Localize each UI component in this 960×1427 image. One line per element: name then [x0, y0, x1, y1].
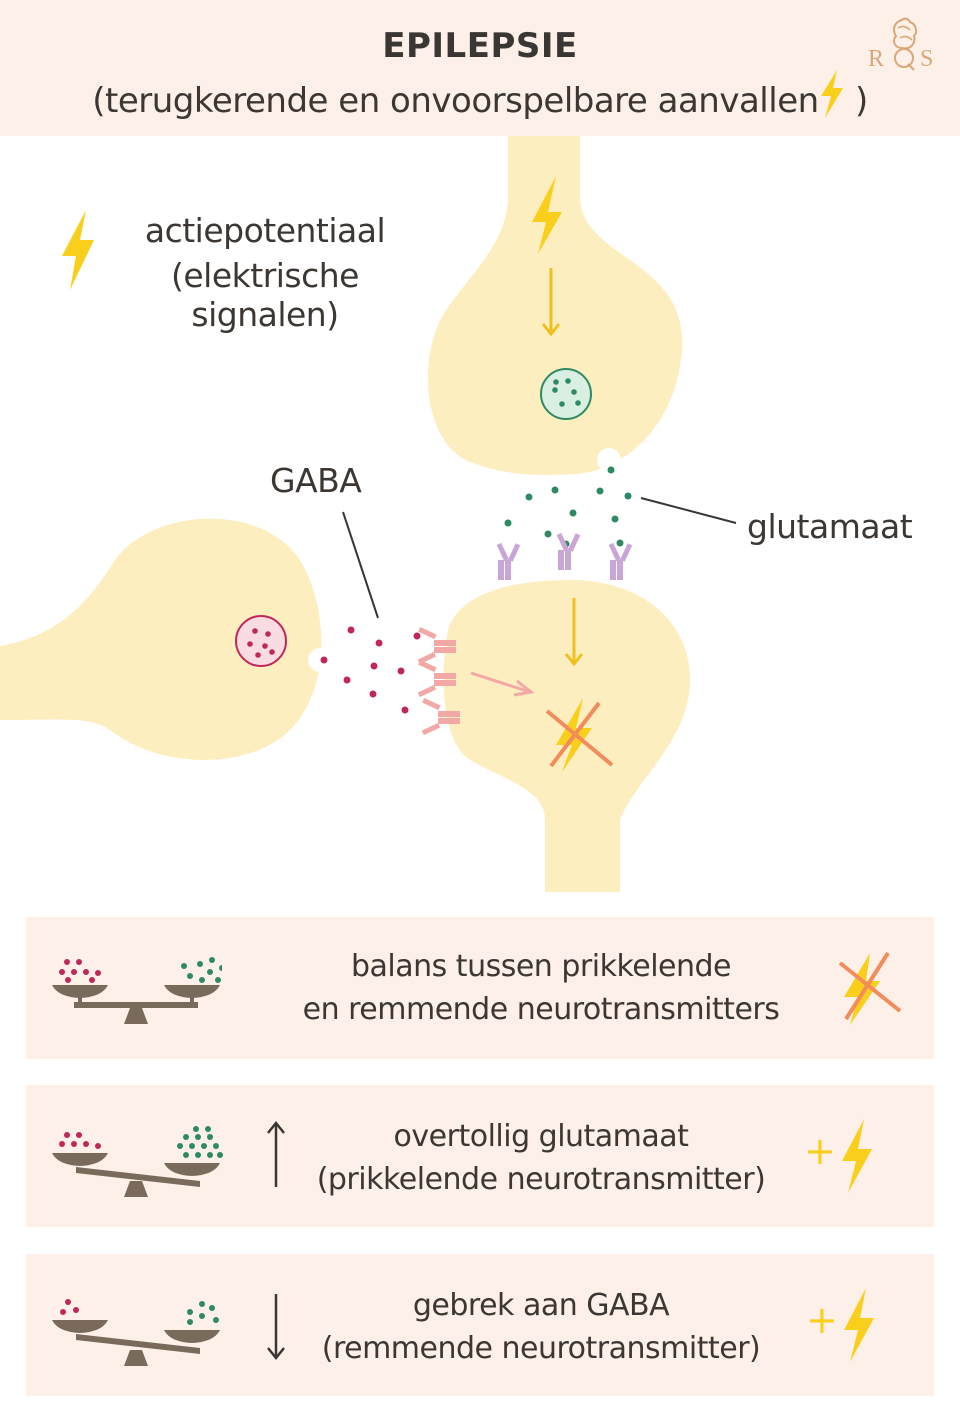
rqs-logo: R S — [868, 17, 933, 72]
synapse-diagram — [0, 136, 737, 892]
gaba-deficit-text: gebrek aan GABA (remmende neurotransmitt… — [286, 1284, 796, 1370]
arrow-up-icon — [267, 1120, 285, 1187]
lightning-bolt-icon — [844, 1288, 874, 1362]
legend-title: actiepotentiaal — [144, 211, 386, 250]
balance-panel: balans tussen prikkelende en remmende ne… — [26, 917, 934, 1059]
legend-subtitle: (elektrische signalen) — [171, 256, 360, 334]
plus-sign: + — [804, 1129, 836, 1173]
row-line-2: en remmende neurotransmitters — [302, 992, 780, 1027]
action-potential-bolt — [532, 176, 562, 254]
row-line-2: (prikkelende neurotransmitter) — [316, 1162, 766, 1197]
page-subtitle: (terugkerende en onvoorspelbare aanvalle… — [0, 70, 960, 121]
signal-arrow-down-1 — [541, 268, 561, 337]
presynaptic-neuron-glutamate — [427, 136, 683, 475]
lightning-bolt-icon — [842, 1119, 872, 1193]
scale-level-icon — [52, 957, 222, 1024]
gaba-deficit-panel: gebrek aan GABA (remmende neurotransmitt… — [26, 1254, 934, 1396]
row-line-2: (remmende neurotransmitter) — [321, 1331, 761, 1366]
page-title: EPILEPSIE — [382, 26, 578, 66]
glutamate-molecules — [504, 466, 632, 548]
inhibition-arrow — [470, 671, 535, 697]
glutamate-vesicle — [540, 368, 592, 420]
glutamate-leader-line — [640, 497, 737, 524]
crossed-bolt-icon — [838, 951, 902, 1025]
excess-glutamate-panel: overtollig glutamaat (prikkelende neurot… — [26, 1085, 934, 1227]
gaba-vesicle — [235, 615, 287, 667]
gaba-receptors — [417, 626, 460, 736]
subtitle-close: ) — [844, 81, 868, 121]
scale-tilted-icon — [52, 1299, 220, 1366]
subtitle-text: (terugkerende en onvoorspelbare aanvalle… — [92, 81, 819, 121]
row-line-1: balans tussen prikkelende — [350, 949, 732, 984]
balance-text: balans tussen prikkelende en remmende ne… — [286, 945, 796, 1031]
svg-text:S: S — [920, 46, 933, 72]
lightning-bolt-icon — [820, 70, 843, 118]
presynaptic-neuron-gaba — [0, 518, 322, 760]
svg-text:R: R — [868, 46, 884, 72]
gaba-molecules — [320, 626, 421, 714]
arrow-down-icon — [267, 1294, 285, 1361]
legend-lightning-bolt-icon — [62, 210, 94, 290]
scale-tilted-icon — [52, 1126, 223, 1197]
excess-glutamate-text: overtollig glutamaat (prikkelende neurot… — [286, 1115, 796, 1201]
row-line-1: gebrek aan GABA — [412, 1288, 670, 1323]
header-band: EPILEPSIE (terugkerende en onvoorspelbar… — [0, 0, 960, 136]
glutamate-receptors — [496, 532, 633, 580]
glutamate-label: glutamaat — [747, 507, 913, 546]
row-line-1: overtollig glutamaat — [393, 1119, 689, 1154]
plus-sign: + — [806, 1298, 838, 1342]
signal-arrow-down-2 — [564, 598, 584, 667]
gaba-leader-line — [342, 511, 379, 619]
gaba-label: GABA — [270, 461, 362, 500]
blocked-action-potential-icon — [545, 698, 614, 772]
